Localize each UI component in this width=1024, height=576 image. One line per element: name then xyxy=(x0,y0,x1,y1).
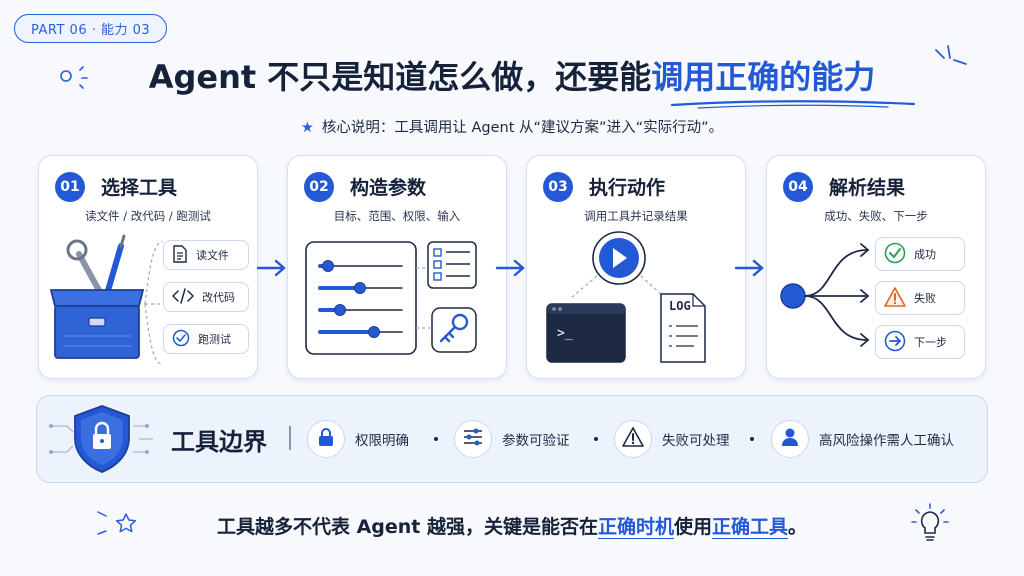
code-icon xyxy=(171,287,195,307)
footer-takeaway: 工具越多不代表 Agent 越强，关键是能否在正确时机使用正确工具。 xyxy=(216,516,808,538)
boundary-human-confirm: 高风险操作需人工确认 xyxy=(771,420,954,458)
step-subtitle: 读文件 / 改代码 / 跑测试 xyxy=(85,209,211,223)
warning-icon xyxy=(884,286,906,310)
sparkle-right-icon xyxy=(935,45,967,65)
step-subtitle: 成功、失败、下一步 xyxy=(824,209,928,223)
sliders-icon xyxy=(463,428,483,450)
toolbox-icon xyxy=(49,234,164,365)
sparkle-left-icon xyxy=(60,66,88,89)
check-icon xyxy=(884,242,906,267)
step-number: 03 xyxy=(543,172,573,202)
step-title: 构造参数 xyxy=(350,177,427,199)
step-number: 02 xyxy=(304,172,334,202)
step-card-build-params: 02 构造参数 目标、范围、权限、输入 xyxy=(287,155,507,379)
person-icon xyxy=(780,427,800,451)
separator-dot xyxy=(434,437,438,441)
boundaries-title: 工具边界 xyxy=(171,428,267,456)
title-highlight: 调用正确的能力 xyxy=(651,58,876,96)
separator-dot xyxy=(594,437,598,441)
boundary-failure: 失败可处理 xyxy=(614,420,730,458)
execution-illustration xyxy=(546,231,706,363)
step-card-select-tool: 01 选择工具 读文件 / 改代码 / 跑测试 读文件 改代码 跑测试 xyxy=(38,155,258,379)
result-branch-illustration xyxy=(780,243,870,347)
step-title: 执行动作 xyxy=(589,177,666,199)
result-failure: 失败 xyxy=(875,281,965,315)
flow-arrow-1 xyxy=(256,259,286,277)
lock-icon xyxy=(317,427,335,451)
step-subtitle: 目标、范围、权限、输入 xyxy=(333,209,461,223)
tool-boundaries-panel: 工具边界 权限明确 参数可验证 失败可处理 高风险操作需人工确认 xyxy=(36,395,988,483)
log-label: LOG xyxy=(669,299,691,313)
separator-dot xyxy=(750,437,754,441)
shield-lock-icon xyxy=(49,405,153,473)
flow-arrow-2 xyxy=(495,259,525,277)
document-icon xyxy=(172,244,188,266)
flow-arrow-3 xyxy=(734,259,764,277)
part-badge: PART 06 · 能力 03 xyxy=(14,14,168,43)
star-icon: ★ xyxy=(300,120,314,136)
divider xyxy=(289,426,291,450)
tool-read-file: 读文件 xyxy=(163,240,249,270)
tool-run-tests: 跑测试 xyxy=(163,324,249,354)
arrow-right-icon xyxy=(884,330,906,355)
parameter-sliders-illustration xyxy=(305,241,477,355)
step-title: 解析结果 xyxy=(829,177,906,199)
page-title: Agent 不只是知道怎么做，还要能调用正确的能力 xyxy=(148,58,876,96)
lightbulb-icon xyxy=(911,503,949,541)
tool-edit-code: 改代码 xyxy=(163,282,249,312)
result-next-step: 下一步 xyxy=(875,325,965,359)
step-number: 04 xyxy=(783,172,813,202)
step-subtitle: 调用工具并记录结果 xyxy=(584,209,688,223)
title-underline xyxy=(670,100,916,109)
step-number: 01 xyxy=(55,172,85,202)
step-title: 选择工具 xyxy=(101,177,178,199)
boundary-permission: 权限明确 xyxy=(307,420,409,458)
terminal-prompt: >_ xyxy=(557,326,573,341)
check-circle-icon xyxy=(172,329,190,350)
step-card-parse-result: 04 解析结果 成功、失败、下一步 成功 失败 下一步 xyxy=(766,155,986,379)
core-note: ★核心说明：工具调用让 Agent 从“建议方案”进入“实际行动”。 xyxy=(300,120,724,136)
step-card-execute-action: 03 执行动作 调用工具并记录结果 >_ LOG xyxy=(526,155,746,379)
star-outline-icon xyxy=(97,511,137,535)
boundary-params: 参数可验证 xyxy=(454,420,570,458)
warning-icon xyxy=(622,427,644,451)
result-success: 成功 xyxy=(875,237,965,271)
